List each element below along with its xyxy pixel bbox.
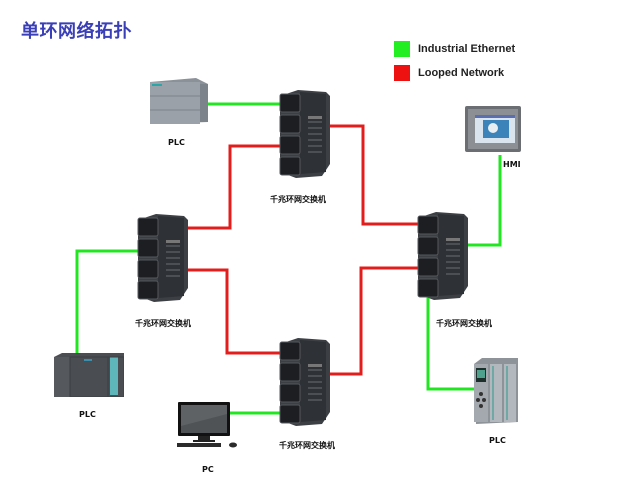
switch-right-icon[interactable] bbox=[412, 210, 470, 304]
legend-swatch-green bbox=[394, 41, 410, 57]
plc-left-label: PLC bbox=[79, 410, 96, 419]
hmi-icon[interactable] bbox=[465, 106, 521, 152]
legend-item-looped-network: Looped Network bbox=[394, 65, 504, 81]
switch-top-label: 千兆环网交换机 bbox=[270, 195, 326, 204]
legend-label: Looped Network bbox=[418, 67, 505, 79]
switch-top-icon[interactable] bbox=[274, 88, 332, 182]
legend-item-industrial-ethernet: Industrial Ethernet bbox=[394, 41, 515, 57]
switch-right-label: 千兆环网交换机 bbox=[436, 319, 492, 328]
plc-left-icon[interactable] bbox=[54, 353, 124, 397]
loop-switch-top-to-switch-left bbox=[148, 144, 290, 230]
switch-left-label: 千兆环网交换机 bbox=[135, 319, 191, 328]
plc-right-label: PLC bbox=[489, 436, 506, 445]
wire-switch-right-to-plc-right bbox=[426, 282, 474, 391]
plc-top-icon[interactable] bbox=[148, 76, 210, 126]
wire-plc-left-to-switch-left bbox=[75, 249, 148, 355]
plc-top-label: PLC bbox=[168, 138, 185, 147]
legend-swatch-red bbox=[394, 65, 410, 81]
switch-bottom-label: 千兆环网交换机 bbox=[279, 441, 335, 450]
switch-bottom-icon[interactable] bbox=[274, 336, 332, 430]
legend-label: Industrial Ethernet bbox=[418, 43, 516, 55]
pc-label: PC bbox=[202, 465, 214, 474]
pc-icon[interactable] bbox=[177, 400, 245, 448]
plc-right-icon[interactable] bbox=[474, 358, 518, 424]
hmi-label: HMI bbox=[503, 160, 521, 169]
switch-left-icon[interactable] bbox=[132, 212, 190, 306]
diagram-title: 单环网络拓扑 bbox=[21, 21, 132, 42]
